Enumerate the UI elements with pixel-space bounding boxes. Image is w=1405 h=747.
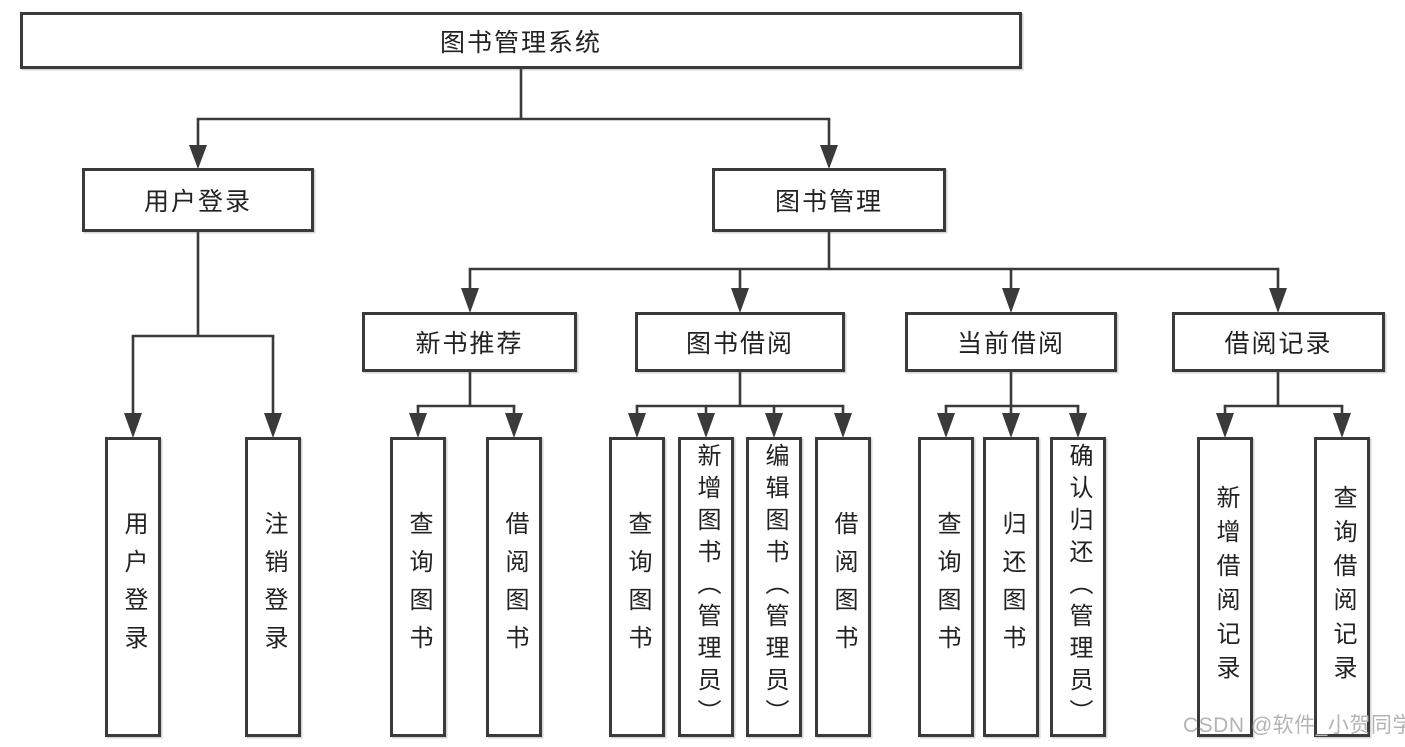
node-book-borrow: 图书借阅 (635, 312, 845, 372)
node-user-login: 用户登录 (82, 168, 314, 232)
leaf-query-books-recommend-label: 查询图书 (405, 511, 432, 663)
node-current-borrow: 当前借阅 (905, 312, 1117, 372)
leaf-edit-books-admin-label: 编辑图书（管理员） (761, 443, 788, 731)
node-new-book-recommend-label: 新书推荐 (415, 330, 524, 358)
node-root-system: 图书管理系统 (20, 12, 1022, 69)
node-new-book-recommend: 新书推荐 (362, 312, 577, 372)
leaf-return-books-label: 归还图书 (998, 511, 1025, 663)
leaf-user-login-label: 用户登录 (120, 511, 147, 663)
leaf-add-books-admin-label: 新增图书（管理员） (693, 443, 720, 731)
leaf-query-books-borrow: 查询图书 (609, 437, 665, 737)
leaf-borrow-books-label: 借阅图书 (830, 511, 857, 663)
leaf-add-borrow-record-label: 新增借阅记录 (1212, 485, 1239, 689)
leaf-return-books: 归还图书 (983, 437, 1039, 737)
node-current-borrow-label: 当前借阅 (956, 330, 1065, 358)
connector-borrow-records-branch (1216, 371, 1351, 438)
leaf-logout-label: 注销登录 (260, 511, 287, 663)
leaf-logout: 注销登录 (245, 437, 301, 737)
node-borrow-records-label: 借阅记录 (1224, 330, 1333, 358)
node-user-login-label: 用户登录 (143, 188, 252, 216)
leaf-borrow-books-recommend-label: 借阅图书 (501, 511, 528, 663)
connector-root-to-level2 (189, 69, 838, 169)
node-book-borrow-label: 图书借阅 (685, 330, 794, 358)
leaf-confirm-return-admin: 确认归还（管理员） (1050, 437, 1106, 737)
connector-current-borrow-branch (937, 371, 1087, 438)
leaf-edit-books-admin: 编辑图书（管理员） (746, 437, 802, 737)
leaf-add-borrow-record: 新增借阅记录 (1197, 437, 1253, 737)
leaf-query-books-current-label: 查询图书 (933, 511, 960, 663)
leaf-borrow-books: 借阅图书 (815, 437, 871, 737)
leaf-query-borrow-record-label: 查询借阅记录 (1329, 485, 1356, 689)
csdn-watermark: CSDN @软件_小贺同学 (1183, 714, 1405, 737)
node-root-system-label: 图书管理系统 (439, 28, 602, 57)
leaf-query-borrow-record: 查询借阅记录 (1314, 437, 1370, 737)
leaf-query-books-current: 查询图书 (918, 437, 974, 737)
leaf-query-books-borrow-label: 查询图书 (624, 511, 651, 663)
connector-user-login-branch (124, 231, 282, 438)
leaf-user-login: 用户登录 (105, 437, 161, 737)
leaf-add-books-admin: 新增图书（管理员） (678, 437, 734, 737)
leaf-query-books-recommend: 查询图书 (390, 437, 446, 737)
node-book-management-label: 图书管理 (774, 188, 883, 216)
node-book-management: 图书管理 (712, 168, 946, 232)
connector-book-borrow-branch (628, 371, 852, 438)
leaf-confirm-return-admin-label: 确认归还（管理员） (1065, 443, 1092, 731)
leaf-borrow-books-recommend: 借阅图书 (486, 437, 542, 737)
connector-new-book-recommend-branch (409, 371, 523, 438)
connector-book-management-branch (461, 231, 1287, 313)
node-borrow-records: 借阅记录 (1172, 312, 1385, 372)
